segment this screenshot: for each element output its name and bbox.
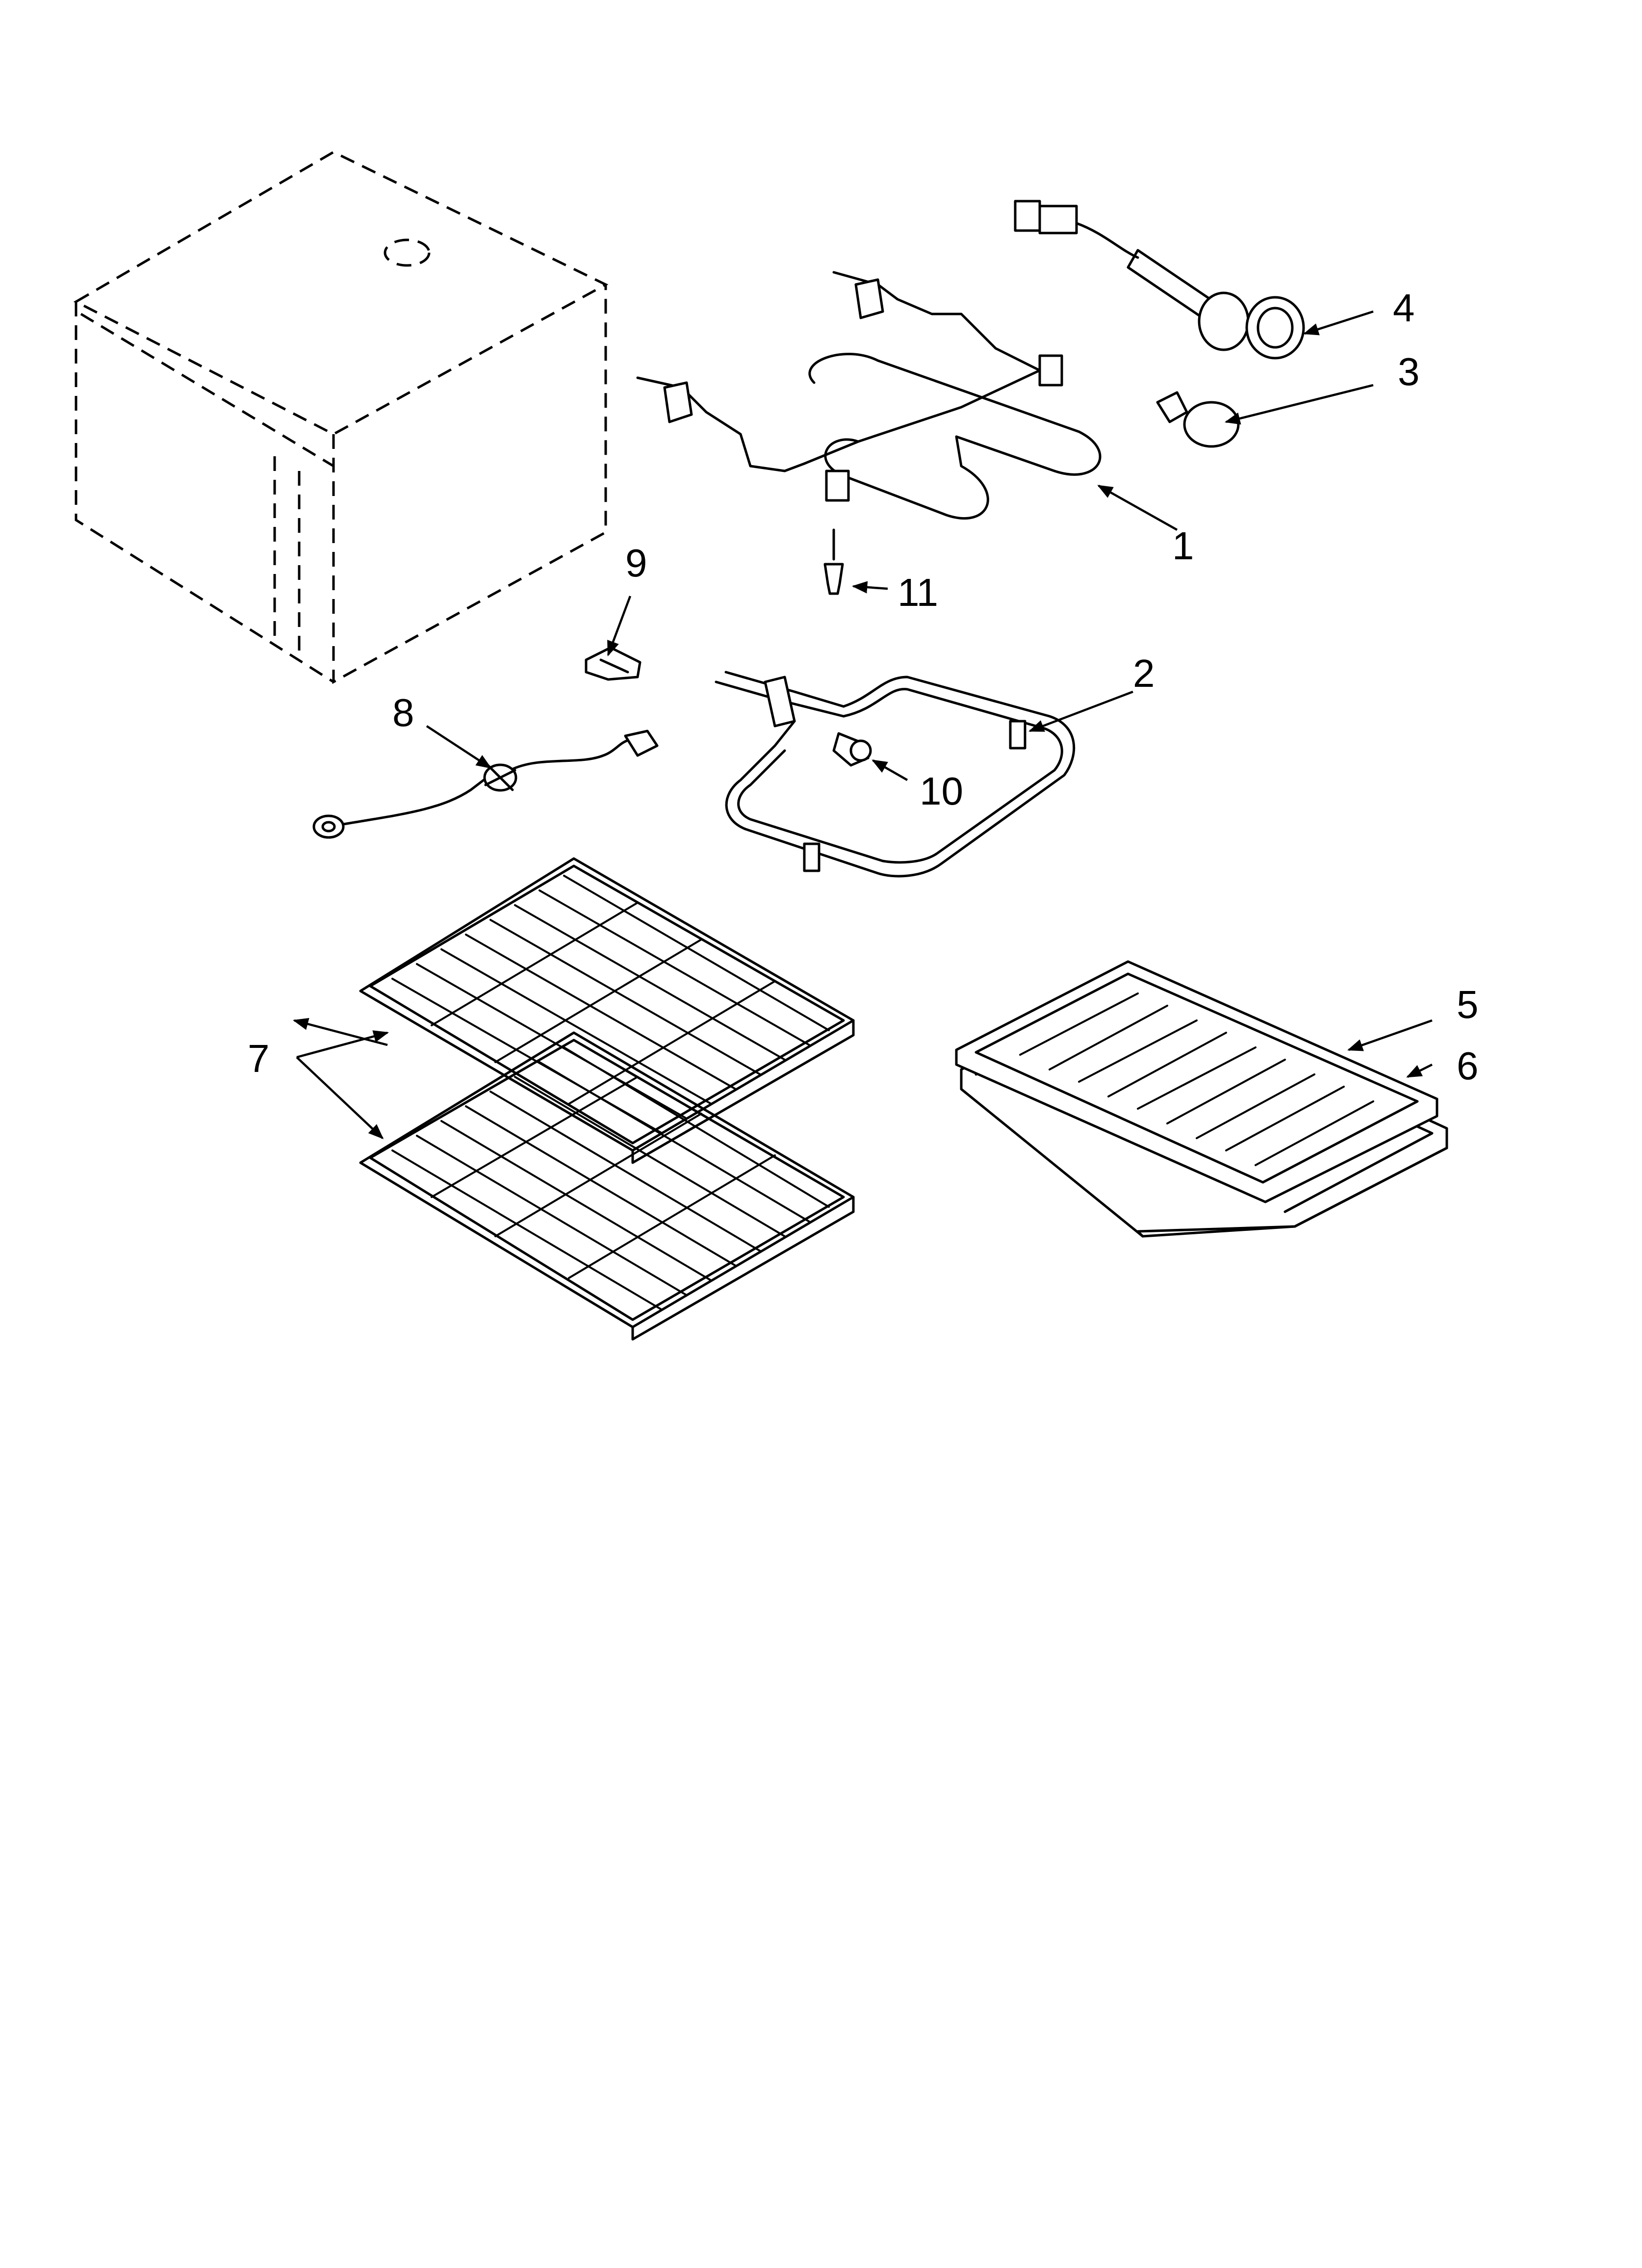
oven-rack-upper: [359, 857, 855, 1164]
callout-labels: 4 3 1 9 11 2 8 10 5 6 7: [248, 286, 1479, 1088]
clip-part-9: [585, 646, 641, 681]
callout-7: 7: [248, 1037, 270, 1080]
callout-2: 2: [1133, 652, 1155, 695]
broil-element: [636, 271, 1102, 520]
callout-5: 5: [1457, 983, 1479, 1026]
leader-lines: [292, 310, 1433, 1140]
callout-4: 4: [1393, 286, 1415, 330]
oven-sensor: [312, 730, 659, 839]
callout-8: 8: [392, 691, 414, 734]
callout-3: 3: [1398, 350, 1420, 393]
oven-rack-lower: [359, 1031, 855, 1341]
oven-cavity-outline: [73, 151, 609, 684]
broiler-pan-grid: [955, 960, 1438, 1203]
callout-9: 9: [625, 541, 647, 585]
callout-6: 6: [1457, 1044, 1479, 1088]
callout-10: 10: [920, 769, 963, 813]
oven-light-socket: [1014, 200, 1305, 360]
oven-light-bulb: [1156, 391, 1240, 448]
callout-11: 11: [898, 571, 938, 614]
callout-1: 1: [1172, 524, 1194, 568]
screw-part-11: [823, 528, 844, 595]
screw-part-10: [832, 732, 872, 767]
bake-element: [715, 671, 1076, 878]
